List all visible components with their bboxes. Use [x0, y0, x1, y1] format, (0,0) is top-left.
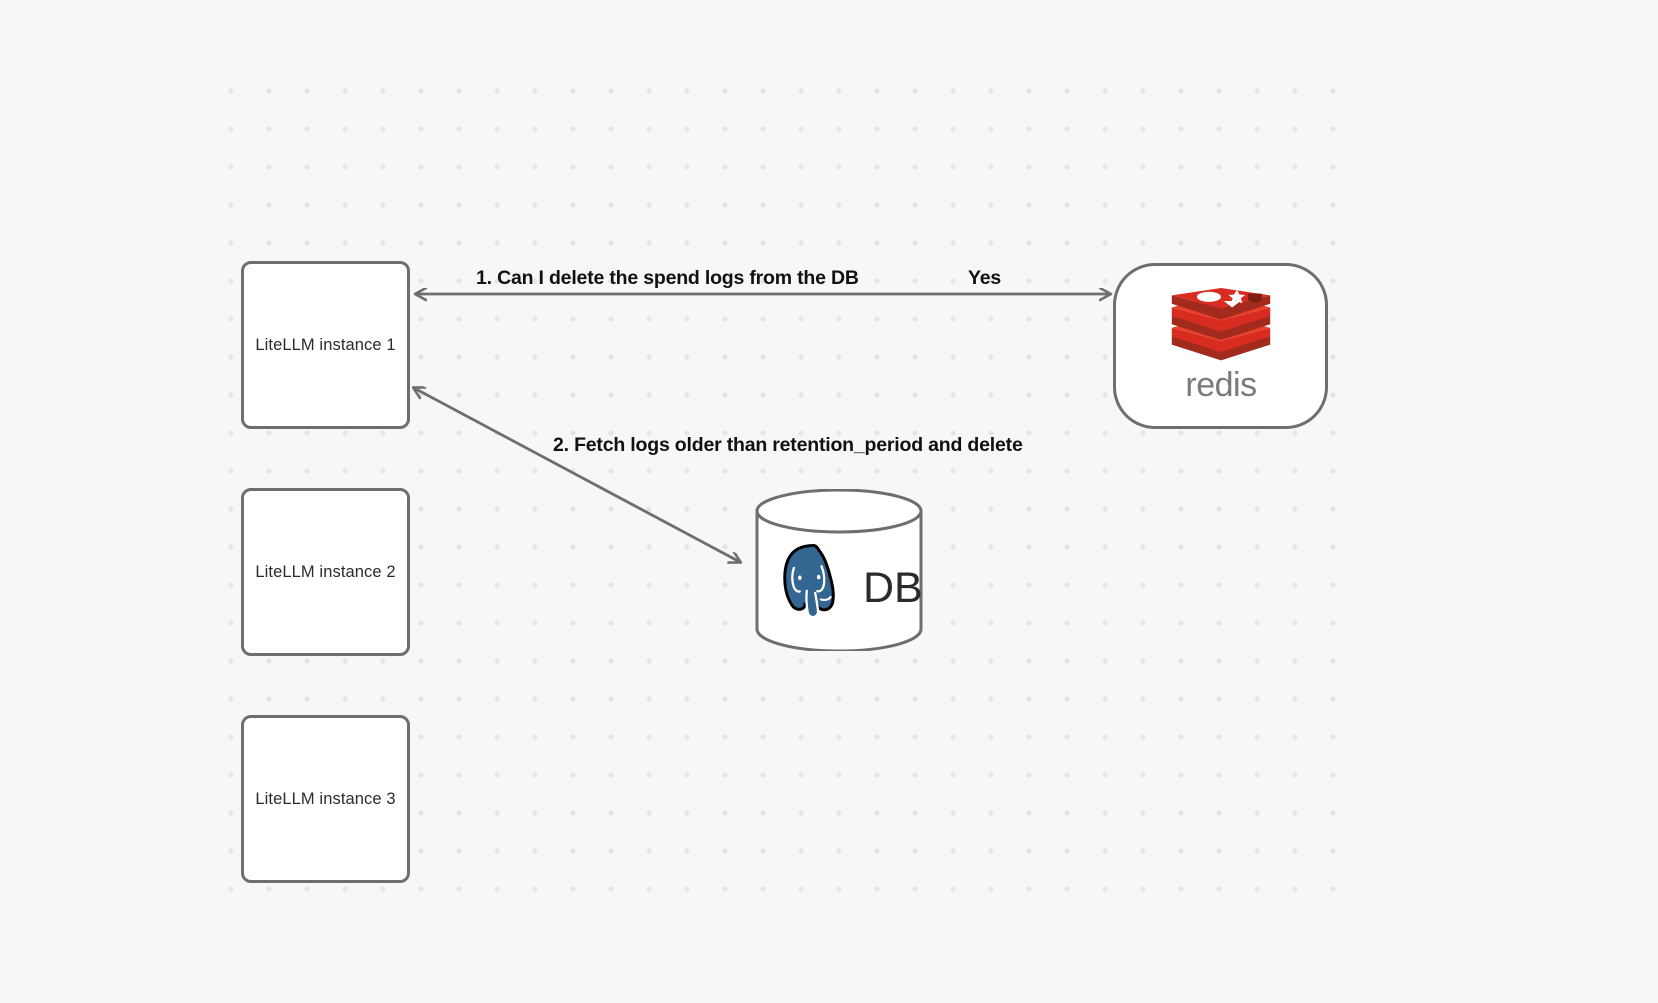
- edge-label-2: 2. Fetch logs older than retention_perio…: [553, 434, 1023, 456]
- node-database[interactable]: DB: [753, 488, 925, 653]
- node-label-instance-1: LiteLLM instance 1: [255, 335, 396, 354]
- svg-text:redis: redis: [1185, 366, 1256, 404]
- node-redis[interactable]: redis: [1113, 263, 1328, 429]
- node-litellm-instance-2[interactable]: LiteLLM instance 2: [241, 488, 410, 656]
- edge-label-1-response: Yes: [968, 267, 1002, 289]
- edge-label-1: 1. Can I delete the spend logs from the …: [476, 267, 859, 289]
- redis-stack-icon: [1171, 288, 1270, 361]
- edge-instance1-database: [414, 388, 740, 562]
- redis-logo: redis: [1161, 287, 1281, 405]
- redis-wordmark: redis: [1185, 366, 1257, 404]
- postgres-elephant-icon: [783, 544, 835, 619]
- node-litellm-instance-1[interactable]: LiteLLM instance 1: [241, 261, 410, 429]
- database-label: DB: [863, 564, 923, 612]
- node-label-instance-3: LiteLLM instance 3: [255, 789, 396, 808]
- node-label-instance-2: LiteLLM instance 2: [255, 562, 396, 581]
- database-cylinder-icon: DB: [755, 488, 923, 653]
- node-litellm-instance-3[interactable]: LiteLLM instance 3: [241, 715, 410, 883]
